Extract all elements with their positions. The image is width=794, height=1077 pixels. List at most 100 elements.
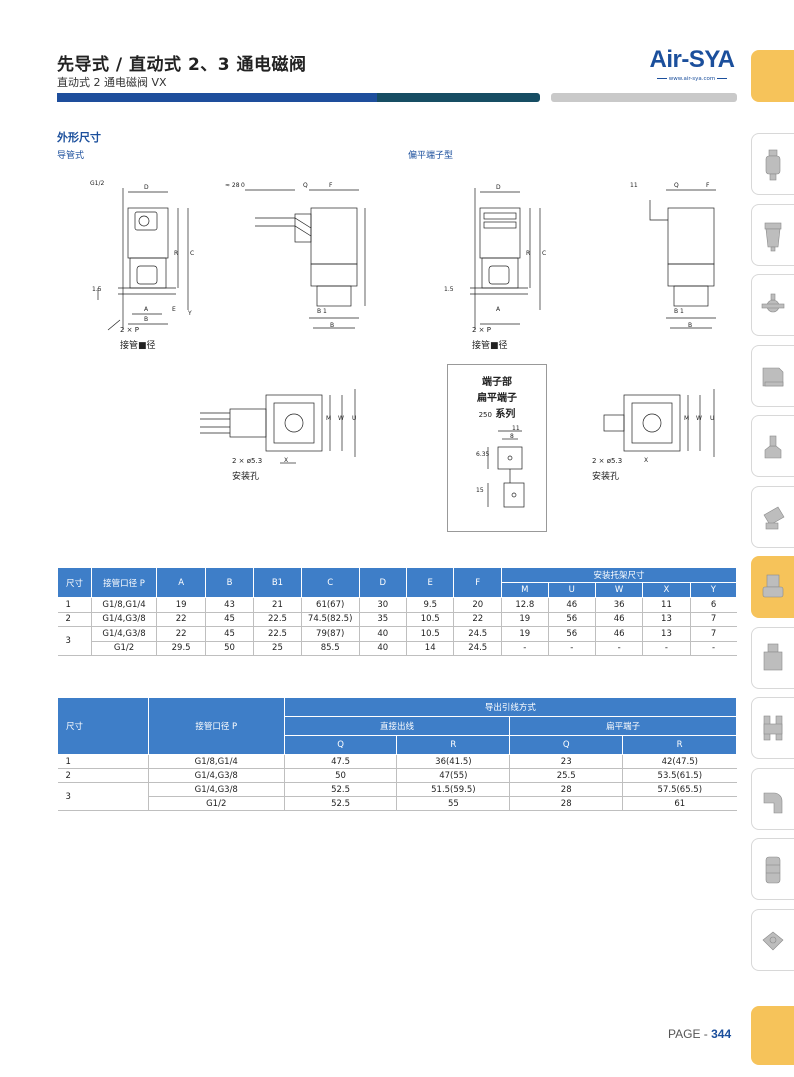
cell: 85.5 xyxy=(301,641,360,656)
cell: 74.5(82.5) xyxy=(301,612,360,627)
cell: 20 xyxy=(453,597,503,613)
label-e: E xyxy=(172,306,176,313)
category-tab-accessory[interactable] xyxy=(751,908,794,971)
cell: 43 xyxy=(205,597,255,613)
cell: 56 xyxy=(548,626,596,642)
table-row: 3 G1/4,G3/8 22 45 22.5 79(87) 40 10.5 24… xyxy=(57,626,737,656)
fitting-icon xyxy=(763,792,783,813)
label-pipe-dia-flat: 接管■径 xyxy=(472,341,508,351)
label-b-flat: B xyxy=(688,322,693,329)
cell: 40 xyxy=(359,626,407,642)
th-b: B xyxy=(204,567,255,598)
th2-group: 导出引线方式 xyxy=(283,697,738,717)
th-d: D xyxy=(358,567,407,598)
cell: 36(41.5) xyxy=(396,754,511,769)
solenoid-valve-icon xyxy=(762,574,784,598)
label-b: B xyxy=(144,316,149,323)
label-w-flat: W xyxy=(696,415,702,422)
th-m: M xyxy=(501,582,549,598)
drawing-flat-side: 11 Q F B 1 B xyxy=(620,180,730,340)
cell: 56 xyxy=(548,612,596,627)
header-bar-teal xyxy=(377,93,540,102)
cell: 52.5 xyxy=(284,782,398,797)
left-subtitle: 导管式 xyxy=(57,151,85,161)
side-tab-top xyxy=(751,50,794,102)
dim-15: 15 xyxy=(476,487,484,494)
category-tab-solenoid-valve[interactable] xyxy=(751,556,794,618)
cell: - xyxy=(548,641,596,656)
label-b-side: B xyxy=(330,322,335,329)
drawing-bracket-conduit: M W U X 2 × ø5.3 安装孔 xyxy=(200,385,370,485)
cell: 10.5 xyxy=(406,626,455,642)
label-f: F xyxy=(329,182,333,189)
cell: 42(47.5) xyxy=(622,754,737,769)
th-w: W xyxy=(594,582,644,598)
label-m: M xyxy=(326,415,332,422)
label-b1-flat: B 1 xyxy=(674,308,684,315)
terminal-size: 250 xyxy=(478,411,492,419)
brand-name: Air-SYA xyxy=(649,46,735,73)
table-row: 2 G1/4,G3/8 50 47(55) 25.5 53.5(61.5) xyxy=(57,768,737,783)
th-e: E xyxy=(405,567,455,598)
category-tab-filter[interactable] xyxy=(751,203,794,266)
category-tab-filter-regulator[interactable] xyxy=(751,133,794,195)
cell: 36 xyxy=(595,597,644,613)
cell: 61(67) xyxy=(301,597,360,613)
cell: 28 xyxy=(509,796,624,811)
page-title: 先导式 / 直动式 2、3 通电磁阀 xyxy=(57,55,307,75)
page-number: PAGE - 344 xyxy=(668,1027,731,1041)
cell: 6 xyxy=(690,597,737,613)
cell: 45 xyxy=(205,626,255,642)
label-mount-hole: 安装孔 xyxy=(232,472,260,482)
category-tab-fitting[interactable] xyxy=(751,767,794,830)
cell: 51.5(59.5) xyxy=(396,782,511,797)
category-tab-cylinder[interactable] xyxy=(751,344,794,407)
cell: 22 xyxy=(156,612,206,627)
label-2p: 2 × P xyxy=(120,326,139,334)
cell: 14 xyxy=(406,641,455,656)
label-15-flat: 1.5 xyxy=(444,286,454,293)
cell: G1/4,G3/8 xyxy=(91,612,158,627)
category-tab-pressure-valve[interactable] xyxy=(751,274,794,336)
label-u: U xyxy=(352,415,357,422)
terminal-title-1: 端子部 xyxy=(482,377,512,388)
cell: 7 xyxy=(690,612,737,627)
label-c-flat: C xyxy=(542,250,547,257)
category-tab-manifold[interactable] xyxy=(751,697,794,759)
category-tab-actuator[interactable] xyxy=(751,485,794,548)
cell: 46 xyxy=(595,612,644,627)
cell: 2 xyxy=(57,612,92,627)
header-bar-gray xyxy=(551,93,737,102)
cell: 13 xyxy=(642,612,691,627)
label-d-flat: D xyxy=(496,184,501,191)
label-q-flat: Q xyxy=(674,182,679,189)
category-tab-silencer[interactable] xyxy=(751,838,794,900)
cell: 40 xyxy=(359,641,407,656)
cell: G1/8,G1/4 xyxy=(148,754,285,769)
th-b1: B1 xyxy=(253,567,302,598)
category-tab-pneumatic-valve[interactable] xyxy=(751,626,794,689)
category-tab-push-valve[interactable] xyxy=(751,415,794,477)
label-2p-flat: 2 × P xyxy=(472,326,491,334)
th-f: F xyxy=(453,567,503,598)
cell: 47(55) xyxy=(396,768,511,783)
th-u: U xyxy=(547,582,596,598)
page-label: PAGE - xyxy=(668,1027,712,1041)
cell: 23 xyxy=(509,754,624,769)
cell: 11 xyxy=(642,597,691,613)
pressure-valve-icon xyxy=(761,293,785,313)
table-row: 3 G1/4,G3/8 52.5 51.5(59.5) 28 57.5(65.5… xyxy=(57,782,737,811)
cell: 3 xyxy=(57,782,149,811)
drawing-conduit-side: ≈ 28 0 Q F B 1 B xyxy=(225,180,375,340)
label-x-flat: X xyxy=(644,457,649,464)
th-bracket-group: 安装托架尺寸 xyxy=(501,567,737,583)
drawing-bracket-flat: M W U X 2 × ø5.3 安装孔 xyxy=(590,385,730,485)
th2-direct: 直接出线 xyxy=(283,716,511,736)
cell: 24.5 xyxy=(453,626,503,642)
label-11: 11 xyxy=(630,182,638,189)
label-r-flat: R xyxy=(526,250,531,257)
table-row: G1/2 52.5 55 28 61 xyxy=(58,796,737,811)
cell: G1/4,G3/8 xyxy=(148,782,285,797)
cell: 13 xyxy=(642,626,691,642)
cell: 9.5 xyxy=(406,597,455,613)
